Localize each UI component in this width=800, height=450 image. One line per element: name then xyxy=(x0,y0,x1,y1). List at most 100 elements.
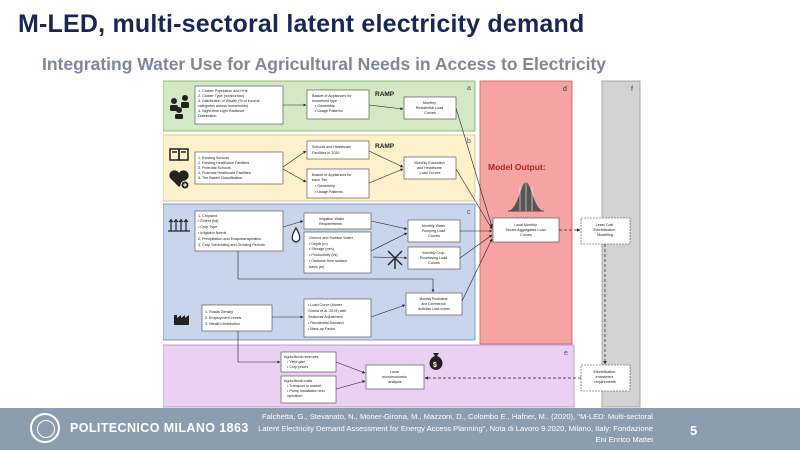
c-roads-text: 1. Roads Density 2. Employment Levels 3.… xyxy=(205,310,242,326)
a-input-line: categories across households) xyxy=(198,104,248,108)
c-groundwater-line: • Distance from surface xyxy=(309,259,347,263)
book-icon xyxy=(169,148,189,161)
slide-title: M-LED, multi-sectoral latent electricity… xyxy=(18,10,585,38)
c-load-curve-line: • Load Curve (Moner xyxy=(308,303,343,307)
b-schools-text: Schools and Healthcare Facilities in 203… xyxy=(312,145,352,155)
page-number: 5 xyxy=(690,423,698,438)
people-icon xyxy=(170,95,189,119)
c-input-line: • Crop Type xyxy=(198,225,217,229)
c-load-curve-line: • Residential Demand xyxy=(308,321,344,325)
c-inputs-text: 1. Cropland • Extent (ha) • Crop Type • … xyxy=(198,214,265,247)
mill-icon xyxy=(387,250,403,269)
c-input-line: 2. Precipitation and Evapotranspiration xyxy=(198,237,261,241)
e-costs-line: Agricultural costs xyxy=(284,379,312,383)
c-groundwater-text: Ground and Surface Water • Depth (m) • S… xyxy=(309,236,354,269)
c-groundwater-line: basin (m) xyxy=(309,265,324,269)
c-input-line: 3. Crop Scheduling and Growing Periods xyxy=(198,243,265,247)
c-crop-processing-text: Monthly Crop Processing Load Curves xyxy=(420,251,449,265)
aggregated-load-line: Curves xyxy=(520,233,532,237)
a-curves-line: Curves xyxy=(424,111,436,115)
b-input-line: 4. Potential Healthcare Facilities xyxy=(198,171,251,175)
c-crop-processing-line: Monthly Crop xyxy=(423,251,445,255)
c-roads-line: 1. Roads Density xyxy=(205,310,233,314)
c-irrigation-text: Irrigation Water Requirements xyxy=(319,217,345,226)
flow-arrows xyxy=(237,103,493,390)
a-basket-line: • Usage Patterns xyxy=(315,109,343,113)
c-load-curve-text: • Load Curve (Moner Girona et al. 2019) … xyxy=(308,303,347,331)
c-irrigation-box xyxy=(303,212,372,230)
a-input-line: Distribution xyxy=(198,114,216,118)
e-costs-box xyxy=(280,375,337,404)
e-micro-line: analysis xyxy=(388,380,401,384)
b-curves-box xyxy=(403,156,457,180)
c-load-curve-line: • Mark-up Factor xyxy=(308,327,336,331)
c-crop-processing-line: Processing Load xyxy=(420,256,447,260)
b-basket-box xyxy=(306,168,370,199)
citation-text: Falchetta, G., Stevanato, N., Moner-Giro… xyxy=(258,412,653,444)
section-d xyxy=(479,80,573,345)
a-input-line: 3. Distribution of Wealth (% of income xyxy=(198,99,260,103)
e-revenues-line: • Crop prices xyxy=(287,365,308,369)
footer-bar xyxy=(0,408,800,450)
aggregated-load-box xyxy=(492,217,560,243)
e-revenues-line: Agricultural revenues xyxy=(284,355,319,359)
f-investment-line: Electrification xyxy=(594,370,616,374)
e-costs-line: • Pump installation and xyxy=(287,389,325,393)
methodology-diagram: a b c d e f $ 1. Cluster Population and … xyxy=(163,80,641,408)
f-least-cost-line: Least Cost xyxy=(596,223,614,227)
f-least-cost-text: Least Cost Electrification Modelling xyxy=(594,223,617,237)
a-input-line: 4. Night-time Light Radiance xyxy=(198,109,245,113)
e-micro-line: Local xyxy=(390,370,399,374)
e-micro-text: Local microeconomic analysis xyxy=(382,370,408,384)
b-curves-line: Load Curves xyxy=(420,171,441,175)
c-productive-line: Activities Load curves xyxy=(418,307,450,311)
b-inputs-box xyxy=(194,151,284,185)
a-input-line: 2. Cluster Type (rural/urban) xyxy=(198,94,244,98)
c-roads-line: 3. Wealth Distribution xyxy=(205,322,240,326)
section-a-letter: a xyxy=(467,85,471,92)
f-investment-line: investment xyxy=(596,375,614,379)
ramp-label-a: RAMP xyxy=(375,91,395,98)
crops-icon xyxy=(168,219,190,232)
c-pumping-line: Curves xyxy=(428,234,440,238)
a-input-line: 1. Cluster Population and HHs xyxy=(198,89,248,93)
c-productive-line: Monthly Productive xyxy=(420,297,448,301)
c-groundwater-line: • Depth (m) xyxy=(309,242,328,246)
slide-subtitle: Integrating Water Use for Agricultural N… xyxy=(42,54,607,74)
model-output-label: Model Output: xyxy=(488,162,546,172)
f-investment-text: Electrification investment requirements xyxy=(594,370,617,384)
c-pumping-text: Monthly Water Pumping Load Curves xyxy=(422,224,447,238)
f-least-cost-box xyxy=(580,217,631,245)
a-basket-line: • Ownership xyxy=(315,104,335,108)
c-input-line: • Extent (ha) xyxy=(198,219,218,223)
c-input-line: • Irrigation Needs xyxy=(198,231,227,235)
b-schools-line: Schools and Healthcare xyxy=(312,145,351,149)
c-productive-line: and Commercial xyxy=(422,302,446,306)
c-productive-text: Monthly Productive and Commercial Activi… xyxy=(418,297,450,311)
f-investment-box xyxy=(580,364,631,392)
b-schools-line: Facilities in 2030 xyxy=(312,151,339,155)
b-basket-line: • Usage Patterns xyxy=(315,190,343,194)
e-costs-text: Agricultural costs • Transport to market… xyxy=(284,379,326,398)
a-basket-line: household type xyxy=(312,99,337,103)
b-basket-text: Basket of Appliances for each Tier • Own… xyxy=(312,173,353,194)
c-groundwater-line: • Productivity (l/s) xyxy=(309,253,338,257)
money-bag-icon: $ xyxy=(429,353,443,370)
e-revenues-text: Agricultural revenues • Yield gain • Cro… xyxy=(284,355,320,369)
c-groundwater-line: Ground and Surface Water xyxy=(309,236,354,240)
b-input-line: 2. Existing Healthcare Facilities xyxy=(198,161,249,165)
b-input-line: 5. Tier Based Classification xyxy=(198,176,242,180)
c-load-curve-line: Seasonal Adjustment xyxy=(308,315,343,319)
dashed-arrows xyxy=(424,228,607,380)
water-drop-icon xyxy=(291,226,301,243)
c-load-curve-box xyxy=(303,298,372,338)
c-groundwater-box xyxy=(303,231,372,274)
c-pumping-line: Pumping Load xyxy=(422,229,446,233)
aggregated-load-line: Sector-Aggregated Load xyxy=(505,228,545,232)
heart-icon xyxy=(169,170,190,190)
a-curves-line: Monthly xyxy=(423,101,436,105)
c-roads-box xyxy=(201,304,273,332)
e-micro-box xyxy=(365,364,425,390)
e-micro-line: microeconomic xyxy=(382,375,407,379)
e-revenues-line: • Yield gain xyxy=(287,360,305,364)
